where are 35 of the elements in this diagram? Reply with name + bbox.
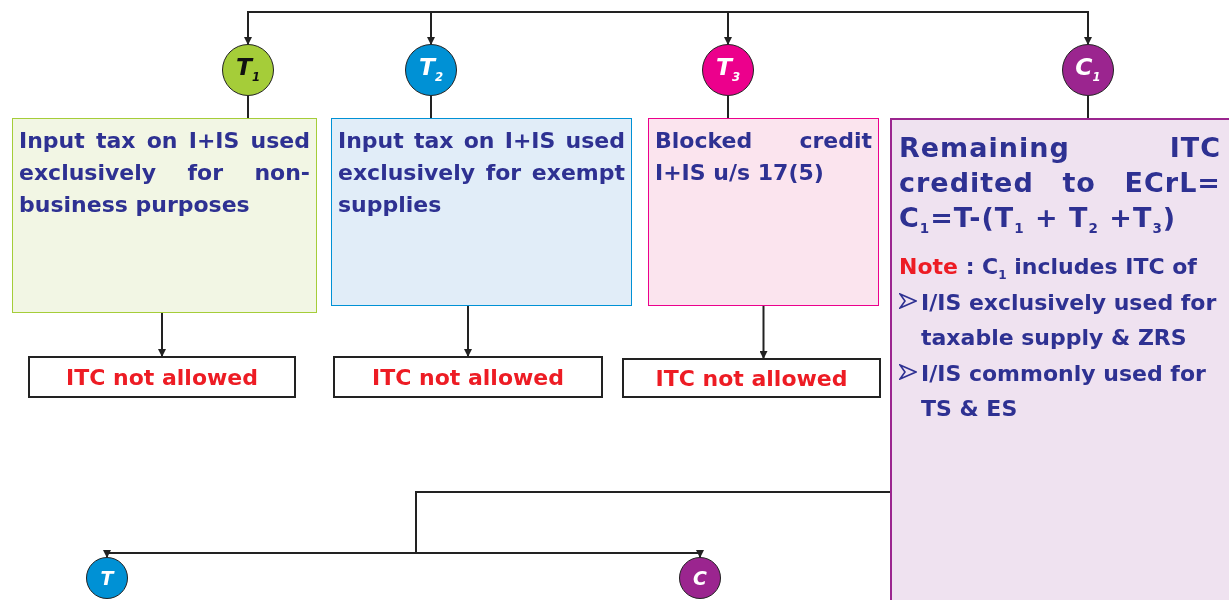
circle-label: T [100, 568, 114, 588]
circle-label: T$_{1}$ [235, 56, 261, 84]
letter-circle [222, 44, 274, 96]
result-text: ITC not allowed [372, 364, 564, 390]
connector-arrow [659, 11, 1092, 45]
circle-label: T$_{2}$ [418, 56, 444, 84]
circle-label: T$_{3}$ [715, 56, 741, 84]
result-box [622, 358, 881, 398]
bullet-text: I/IS exclusively used for taxable supply & ZRS [921, 289, 1218, 353]
connector-arrow [464, 305, 472, 357]
result-text: ITC not allowed [66, 364, 258, 390]
circle-label: C$_{1}$ [1075, 56, 1101, 84]
letter-circle [702, 44, 754, 96]
result-box [333, 356, 603, 398]
note-label: Note [899, 254, 958, 280]
box-text: Blocked credit I+IS u/s 17(5) [655, 127, 872, 187]
connector-arrow [759, 305, 768, 359]
panel-heading: Remaining ITC credited to ECrL= C$_{1}$=T-(T$_{1}$ + T$_{2}$ +T$_{3}$) [899, 131, 1221, 239]
letter-circle [679, 557, 721, 599]
category-box [12, 118, 317, 313]
category-box [331, 118, 632, 306]
connector-arrow [427, 11, 661, 45]
result-panel [890, 118, 1229, 600]
bullet-text: I/IS commonly used for TS & ES [921, 359, 1207, 423]
result-box [28, 356, 296, 398]
letter-circle [1062, 44, 1114, 96]
letter-circle [405, 44, 457, 96]
box-text: Input tax on I+IS used exclusively for exempt supplies [338, 127, 625, 219]
category-box [648, 118, 879, 306]
box-text: Input tax on I+IS used exclusively for non-business purposes [19, 127, 310, 219]
circle-label: C [693, 568, 707, 588]
connector-arrow [158, 312, 166, 357]
result-text: ITC not allowed [655, 365, 848, 391]
note-text: : C$_{1}$ includes ITC of [965, 254, 1197, 280]
letter-circle [86, 557, 128, 599]
